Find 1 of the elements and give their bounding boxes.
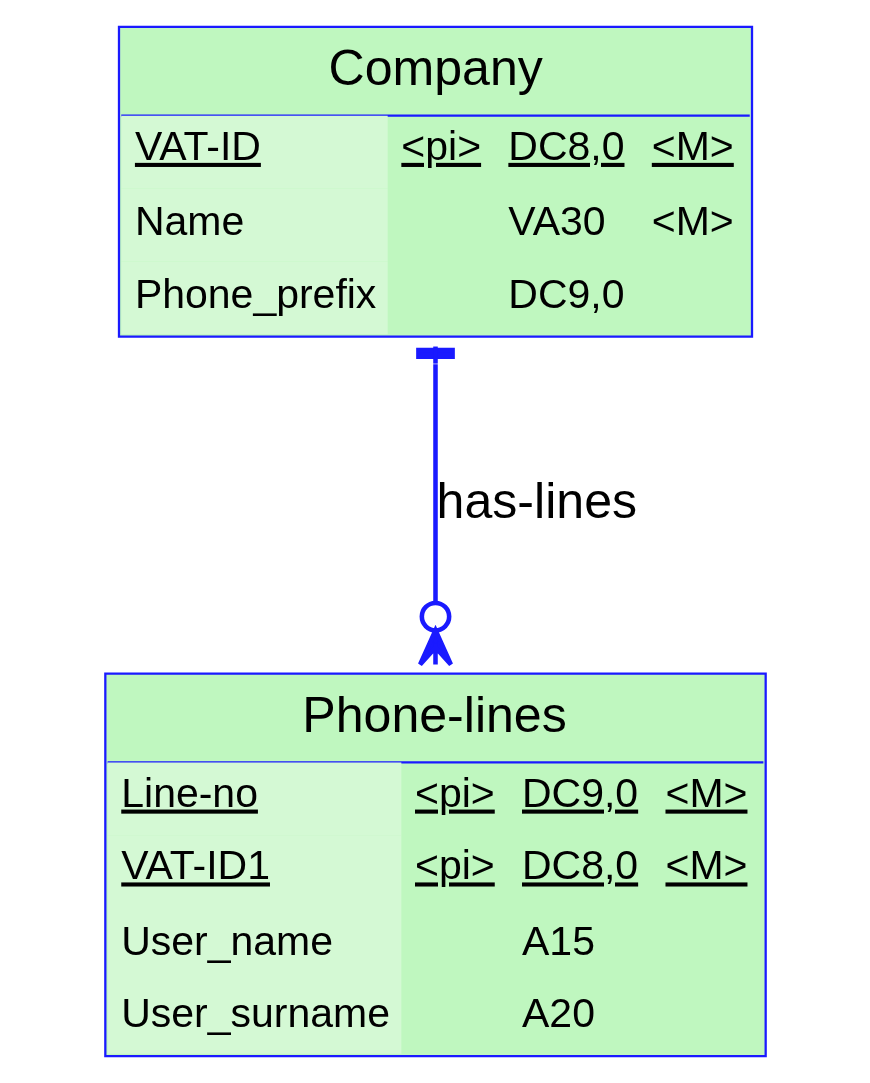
edge-label: has-lines: [436, 472, 637, 529]
